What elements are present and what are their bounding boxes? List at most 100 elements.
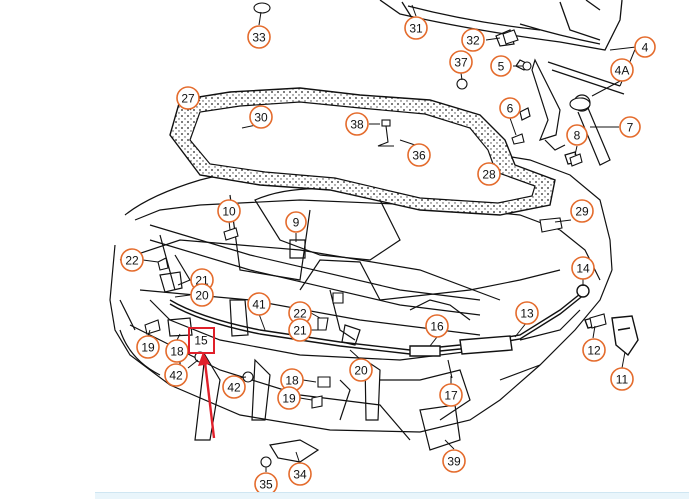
callout-label: 21 <box>293 324 307 338</box>
hood-seal <box>169 87 556 216</box>
callout-circle <box>404 16 428 40</box>
callout-17: 17 <box>439 383 463 407</box>
callout-circle <box>461 28 485 52</box>
callout-28: 28 <box>477 162 501 186</box>
release-cable <box>169 284 639 357</box>
callout-label: 14 <box>576 262 590 276</box>
highlight-annotation <box>188 327 216 439</box>
highlight-box <box>188 327 215 354</box>
callout-label: 42 <box>227 381 241 395</box>
callout-9: 9 <box>285 211 307 233</box>
callout-circle <box>288 318 312 342</box>
callout-19: 19 <box>277 386 301 410</box>
callout-label: 39 <box>447 455 461 469</box>
callout-4: 4 <box>634 36 656 58</box>
callout-label: 5 <box>498 60 505 74</box>
callout-label: 4A <box>615 64 630 78</box>
callout-30: 30 <box>249 105 273 129</box>
callout-circle <box>499 97 521 119</box>
callout-4A: 4A <box>610 58 634 82</box>
callout-circle <box>610 58 634 82</box>
callout-circle <box>425 314 449 338</box>
callout-16: 16 <box>425 314 449 338</box>
callout-label: 8 <box>574 129 581 143</box>
callout-10: 10 <box>217 199 241 223</box>
callout-12: 12 <box>582 338 606 362</box>
callout-7: 7 <box>619 116 641 138</box>
callout-13: 13 <box>515 301 539 325</box>
callout-35: 35 <box>254 472 278 496</box>
callout-label: 37 <box>454 56 468 70</box>
callout-circle <box>439 383 463 407</box>
callout-label: 4 <box>642 41 649 55</box>
callout-circle <box>164 363 188 387</box>
callout-label: 15 <box>194 334 208 348</box>
callout-circle <box>349 358 373 382</box>
callout-34: 34 <box>288 462 312 486</box>
callout-label: 11 <box>616 373 629 387</box>
callout-41: 41 <box>247 292 271 316</box>
callout-circle <box>217 199 241 223</box>
callout-circle <box>634 36 656 58</box>
callout-label: 20 <box>195 289 209 303</box>
callout-label: 42 <box>169 369 183 383</box>
callout-circle <box>477 162 501 186</box>
callout-circle <box>277 386 301 410</box>
callout-27: 27 <box>176 86 200 110</box>
callout-42: 42 <box>222 375 246 399</box>
callout-label: 18 <box>170 345 184 359</box>
fasteners <box>144 2 607 468</box>
callout-circle <box>490 55 512 77</box>
callout-label: 20 <box>354 364 368 378</box>
callout-label: 22 <box>125 254 139 268</box>
callout-11: 11 <box>610 367 634 391</box>
callout-32: 32 <box>461 28 485 52</box>
callout-22: 22 <box>120 248 144 272</box>
callout-5: 5 <box>490 55 512 77</box>
callout-circle <box>570 199 594 223</box>
callout-circle <box>345 112 369 136</box>
callout-38: 38 <box>345 112 369 136</box>
callout-circle <box>222 375 246 399</box>
callout-29: 29 <box>570 199 594 223</box>
callout-label: 19 <box>282 392 296 406</box>
callout-label: 27 <box>181 92 195 106</box>
callout-label: 35 <box>259 478 273 492</box>
callout-20: 20 <box>190 283 214 307</box>
callout-8: 8 <box>566 124 588 146</box>
callout-14: 14 <box>571 256 595 280</box>
callout-19: 19 <box>136 335 160 359</box>
callout-label: 6 <box>507 102 514 116</box>
callout-circle <box>619 116 641 138</box>
callout-label: 22 <box>293 307 307 321</box>
callout-21: 21 <box>288 318 312 342</box>
highlight-arrowhead <box>198 352 210 366</box>
callout-circle <box>247 25 271 49</box>
callout-label: 30 <box>254 111 268 125</box>
callout-circle <box>249 105 273 129</box>
callout-circle <box>407 143 431 167</box>
callout-label: 12 <box>587 344 601 358</box>
callout-label: 36 <box>412 149 426 163</box>
callout-circle <box>582 338 606 362</box>
callout-circle <box>515 301 539 325</box>
callout-label: 19 <box>141 341 155 355</box>
callout-label: 28 <box>482 168 496 182</box>
callout-circle <box>442 449 466 473</box>
callout-18: 18 <box>165 339 189 363</box>
callout-circle <box>288 462 312 486</box>
callout-label: 33 <box>252 31 266 45</box>
callout-36: 36 <box>407 143 431 167</box>
callout-circle <box>247 292 271 316</box>
callout-circle <box>285 211 307 233</box>
callout-label: 31 <box>409 22 423 36</box>
callout-label: 41 <box>252 298 266 312</box>
callout-circle <box>571 256 595 280</box>
callout-label: 16 <box>430 320 444 334</box>
callout-33: 33 <box>247 25 271 49</box>
callout-label: 17 <box>444 389 458 403</box>
callout-circle <box>449 50 473 74</box>
callout-label: 29 <box>575 205 589 219</box>
callout-label: 10 <box>222 205 236 219</box>
callout-label: 9 <box>293 216 300 230</box>
